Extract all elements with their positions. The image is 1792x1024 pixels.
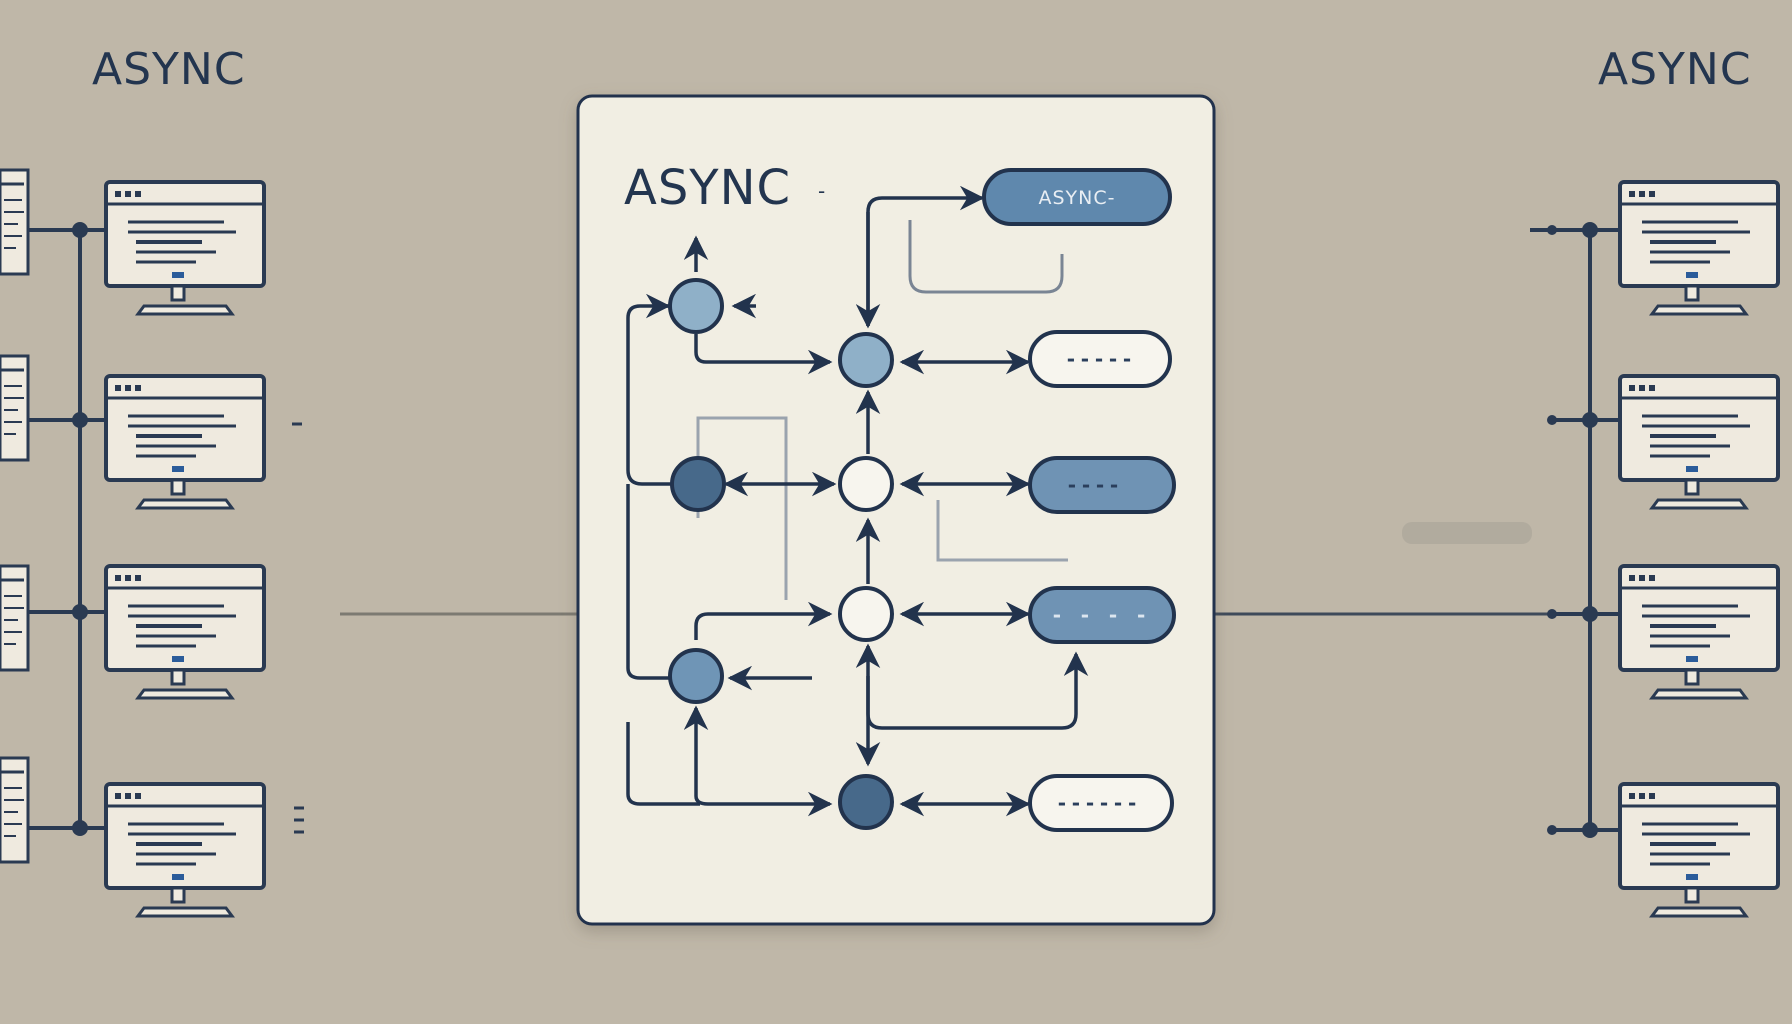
left-monitor-icon xyxy=(104,374,266,510)
node-mid xyxy=(668,648,724,704)
left-monitor-icon xyxy=(104,180,266,316)
left-title: ASYNC xyxy=(92,44,246,95)
card-title-suffix: - xyxy=(818,179,826,203)
top-pill-label: ASYNC- xyxy=(1039,187,1116,209)
pill-output xyxy=(1028,330,1172,388)
node-dark xyxy=(838,774,894,830)
right-monitor-icon xyxy=(1618,782,1780,918)
pill-output-label: ------ xyxy=(1056,791,1140,815)
left-doc-icon xyxy=(0,564,30,672)
left-network xyxy=(28,222,108,836)
left-doc-icon xyxy=(0,168,30,276)
node-dark xyxy=(670,456,726,512)
right-monitor-icon xyxy=(1618,180,1780,316)
node-light xyxy=(838,332,894,388)
left-monitor-icon xyxy=(104,564,266,700)
node-white xyxy=(838,456,894,512)
flow-arrows xyxy=(626,185,1089,817)
pill-output-label: ----- xyxy=(1065,347,1135,371)
right-monitor-icon xyxy=(1618,564,1780,700)
pill-output-label: - - - - xyxy=(1051,603,1149,627)
right-monitor-icon xyxy=(1618,374,1780,510)
pill-output xyxy=(1028,586,1176,644)
right-title: ASYNC xyxy=(1598,44,1752,95)
left-monitor-icon xyxy=(104,782,266,918)
card-title: ASYNC xyxy=(624,160,791,216)
node-light xyxy=(668,278,724,334)
pill-output-label: ---- xyxy=(1066,473,1122,497)
pill-output xyxy=(1028,456,1176,514)
pill-output xyxy=(1028,774,1174,832)
left-doc-icon xyxy=(0,354,30,462)
right-network xyxy=(1530,222,1620,838)
left-doc-icon xyxy=(0,756,30,864)
node-white xyxy=(838,586,894,642)
